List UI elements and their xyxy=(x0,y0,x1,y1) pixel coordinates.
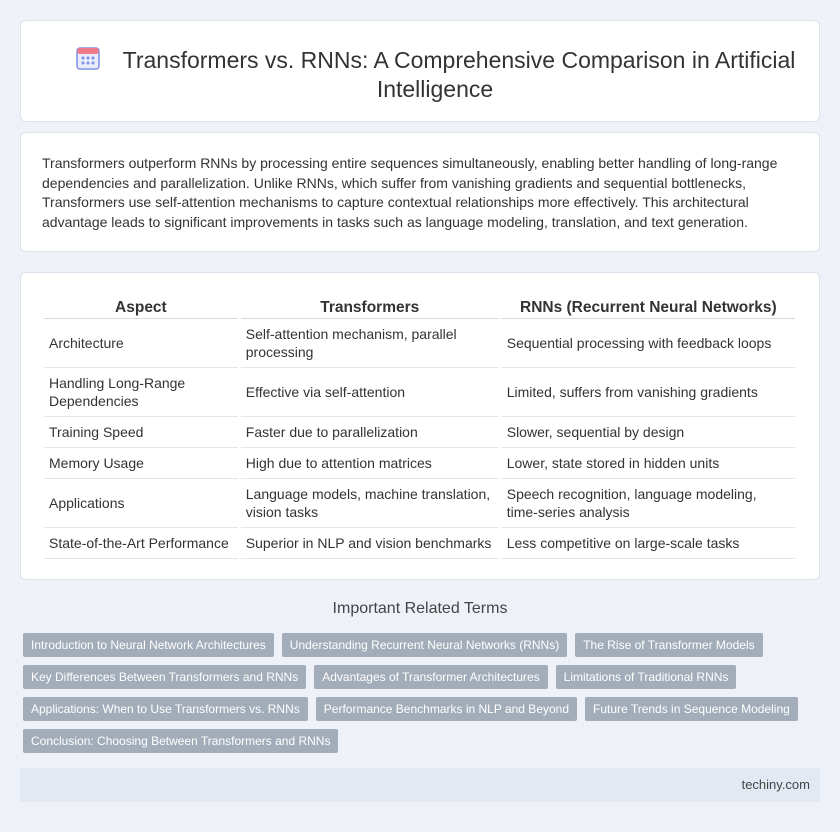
related-term-tag[interactable]: Advantages of Transformer Architectures xyxy=(314,665,548,689)
summary-card: Transformers outperform RNNs by processi… xyxy=(20,132,820,252)
related-term-tag[interactable]: Understanding Recurrent Neural Networks … xyxy=(281,633,568,657)
table-row: Handling Long-Range Dependencies Effecti… xyxy=(44,368,795,417)
page-title: Transformers vs. RNNs: A Comprehensive C… xyxy=(122,47,796,102)
table-cell: Sequential processing with feedback loop… xyxy=(501,319,795,368)
related-term-tag[interactable]: Future Trends in Sequence Modeling xyxy=(585,697,798,721)
table-cell: Lower, state stored in hidden units xyxy=(501,448,795,479)
table-cell: Architecture xyxy=(44,319,238,368)
table-cell: Training Speed xyxy=(44,417,238,448)
table-row: State-of-the-Art Performance Superior in… xyxy=(44,528,795,559)
related-term-tag[interactable]: Limitations of Traditional RNNs xyxy=(555,665,737,689)
table-cell: Limited, suffers from vanishing gradient… xyxy=(501,368,795,417)
column-header-transformers: Transformers xyxy=(240,297,499,319)
table-cell: Memory Usage xyxy=(44,448,238,479)
related-terms-list: Introduction to Neural Network Architect… xyxy=(23,633,823,761)
related-term-tag[interactable]: The Rise of Transformer Models xyxy=(575,633,763,657)
footer-site-label: techiny.com xyxy=(741,777,810,792)
table-cell: Less competitive on large-scale tasks xyxy=(501,528,795,559)
table-cell: Self-attention mechanism, parallel proce… xyxy=(240,319,499,368)
table-cell: Slower, sequential by design xyxy=(501,417,795,448)
table-cell: High due to attention matrices xyxy=(240,448,499,479)
column-header-aspect: Aspect xyxy=(44,297,238,319)
calendar-icon xyxy=(75,47,100,70)
related-term-tag[interactable]: Performance Benchmarks in NLP and Beyond xyxy=(315,697,578,721)
table-cell: Handling Long-Range Dependencies xyxy=(44,368,238,417)
related-term-tag[interactable]: Key Differences Between Transformers and… xyxy=(23,665,307,689)
related-terms-title: Important Related Terms xyxy=(332,600,508,617)
table-row: Applications Language models, machine tr… xyxy=(44,479,795,528)
table-header-row: Aspect Transformers RNNs (Recurrent Neur… xyxy=(44,297,795,319)
table-row: Training Speed Faster due to paralleliza… xyxy=(44,417,795,448)
related-term-tag[interactable]: Introduction to Neural Network Architect… xyxy=(23,633,274,657)
table-row: Memory Usage High due to attention matri… xyxy=(44,448,795,479)
summary-text: Transformers outperform RNNs by processi… xyxy=(42,155,778,230)
table-cell: Speech recognition, language modeling, t… xyxy=(501,479,795,528)
table-row: Architecture Self-attention mechanism, p… xyxy=(44,319,795,368)
footer: techiny.com xyxy=(20,768,820,802)
column-header-rnns: RNNs (Recurrent Neural Networks) xyxy=(501,297,795,319)
related-term-tag[interactable]: Applications: When to Use Transformers v… xyxy=(23,697,308,721)
page-title-wrap: Transformers vs. RNNs: A Comprehensive C… xyxy=(61,45,809,104)
table-cell: Language models, machine translation, vi… xyxy=(240,479,499,528)
table-cell: Applications xyxy=(44,479,238,528)
table-cell: Superior in NLP and vision benchmarks xyxy=(240,528,499,559)
table-cell: State-of-the-Art Performance xyxy=(44,528,238,559)
table-cell: Faster due to parallelization xyxy=(240,417,499,448)
header-card: Transformers vs. RNNs: A Comprehensive C… xyxy=(20,20,820,122)
comparison-table: Aspect Transformers RNNs (Recurrent Neur… xyxy=(41,297,798,559)
related-term-tag[interactable]: Conclusion: Choosing Between Transformer… xyxy=(23,729,339,753)
comparison-table-card: Aspect Transformers RNNs (Recurrent Neur… xyxy=(20,272,820,580)
table-cell: Effective via self-attention xyxy=(240,368,499,417)
